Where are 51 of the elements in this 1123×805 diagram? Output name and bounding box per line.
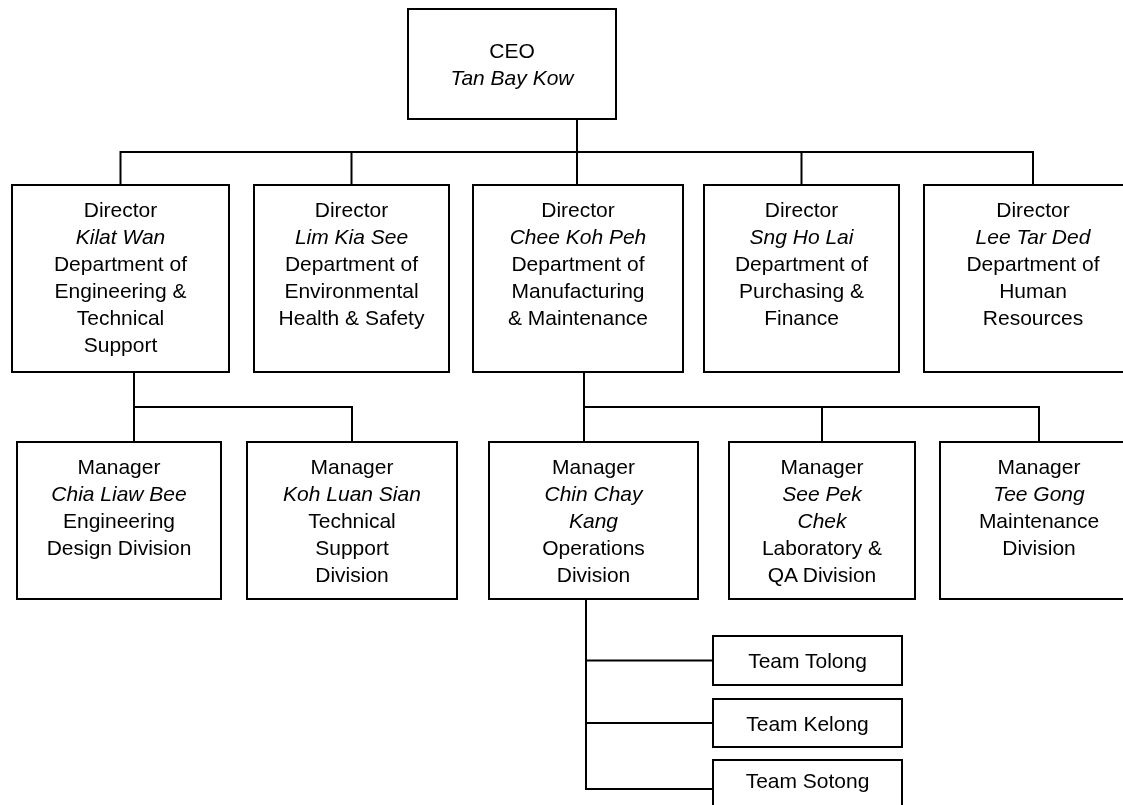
- person-name: Lim Kia See: [294, 224, 409, 250]
- department-name: Department of Environmental Health & Safety: [277, 251, 426, 331]
- org-box: [712, 759, 903, 805]
- person-name: Chia Liaw Bee: [51, 481, 187, 507]
- org-box: [407, 8, 617, 120]
- role-title: Director: [83, 197, 158, 223]
- person-name: Chee Koh Peh: [509, 224, 647, 250]
- role-title: Manager: [552, 454, 635, 480]
- org-box: [253, 184, 450, 373]
- department-name: Department of Engineering & Technical Support: [52, 251, 189, 358]
- team-name: Team Tolong: [748, 648, 867, 674]
- connector-line: [585, 599, 713, 790]
- role-title: Director: [314, 197, 389, 223]
- role-title: Manager: [780, 454, 864, 480]
- org-box: [16, 441, 222, 600]
- department-name: Laboratory & QA Division: [760, 535, 884, 588]
- department-name: Department of Purchasing & Finance: [733, 251, 870, 331]
- org-box: [728, 441, 916, 600]
- person-name: Koh Luan Sian: [283, 481, 421, 507]
- team-name: Team Sotong: [745, 768, 870, 794]
- person-name: Tee Gong: [993, 481, 1085, 507]
- role-title: CEO: [489, 38, 535, 64]
- org-box: [488, 441, 699, 600]
- department-name: Engineering Design Division: [45, 508, 193, 561]
- role-title: Director: [996, 197, 1070, 223]
- department-name: Maintenance Division: [977, 508, 1101, 561]
- department-name: Department of Manufacturing & Maintenance: [506, 251, 650, 331]
- org-box: [246, 441, 458, 600]
- org-box: [939, 441, 1123, 600]
- person-name: Kilat Wan: [75, 224, 166, 250]
- org-box: [712, 635, 903, 686]
- department-name: Operations Division: [541, 535, 646, 588]
- org-box: [703, 184, 900, 373]
- department-name: Department of Human Resources: [965, 251, 1101, 331]
- person-name: Chin Chay Kang: [543, 481, 645, 534]
- person-name: Tan Bay Kow: [450, 65, 574, 91]
- role-title: Manager: [310, 454, 394, 480]
- org-box: [712, 698, 903, 748]
- connector-line: [133, 372, 353, 442]
- department-name: Technical Support Division: [307, 508, 397, 588]
- person-name: Sng Ho Lai: [749, 224, 854, 250]
- person-name: Lee Tar Ded: [975, 224, 1091, 250]
- person-name: See Pek Chek: [781, 481, 864, 534]
- role-title: Manager: [77, 454, 161, 480]
- org-box: [472, 184, 684, 373]
- role-title: Manager: [997, 454, 1081, 480]
- org-box: [923, 184, 1123, 373]
- org-box: [11, 184, 230, 373]
- team-name: Team Kelong: [746, 710, 869, 737]
- role-title: Director: [541, 197, 615, 223]
- role-title: Director: [764, 197, 839, 223]
